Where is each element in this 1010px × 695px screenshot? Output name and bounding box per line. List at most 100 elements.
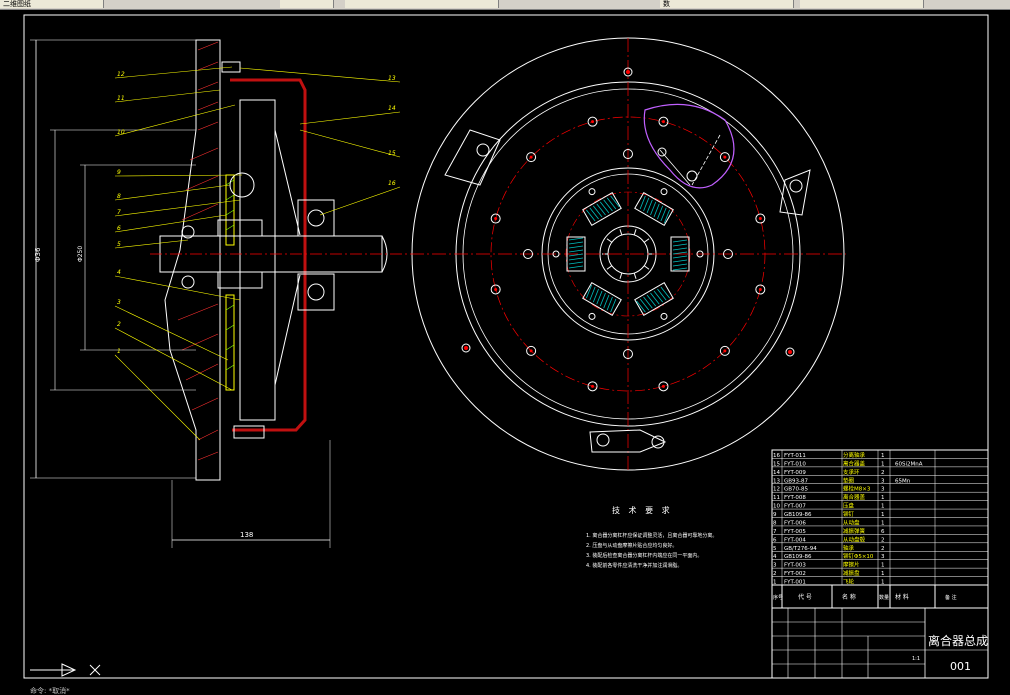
leader-label: 8 — [117, 193, 121, 200]
parts-cell-name: 压盘 — [843, 502, 855, 510]
tech-requirement-item: 2. 压盘与从动盘摩擦片贴合应均匀良好。 — [586, 542, 677, 549]
parts-cell-material: 65Mn — [895, 478, 911, 484]
leader-label: 2 — [117, 321, 121, 328]
header-material: 材 料 — [895, 593, 909, 601]
parts-cell-code: FYT-009 — [784, 470, 806, 476]
parts-cell-name: 分离轴承 — [843, 451, 866, 459]
bolt-hole — [526, 152, 537, 163]
tech-requirement-item: 3. 装配后检查离合器分离杠杆内端应在同一平面内。 — [586, 552, 702, 559]
bolt-hole-center — [661, 384, 665, 388]
toolbar-buttons[interactable] — [280, 0, 334, 8]
bolt-hole-center — [723, 155, 727, 159]
parts-cell-code: GB70-85 — [784, 487, 809, 493]
bolt-hole — [490, 284, 501, 295]
parts-row: 3 FYT-003 摩擦片 1 — [772, 561, 988, 569]
toolbar-layer-select[interactable] — [345, 0, 499, 8]
bolt-hole-center — [464, 346, 468, 350]
bolt-hole — [587, 116, 598, 127]
leader-label: 12 — [117, 71, 125, 78]
cad-drawing-canvas[interactable]: Φ36 Φ250 138 — [0, 9, 1010, 695]
command-line[interactable]: 命令: *取消* — [0, 688, 1010, 695]
header-note: 备 注 — [945, 594, 957, 601]
parts-cell-name: 铆钉 — [843, 510, 855, 518]
damping-spring — [582, 282, 622, 320]
dimension-inner-text: Φ250 — [77, 246, 84, 262]
tab-drawing[interactable]: 二维图纸 — [0, 0, 104, 8]
parts-cell-code: FYT-002 — [784, 571, 806, 577]
bolt-hole-center — [758, 217, 762, 221]
parts-cell-no: 11 — [773, 495, 780, 501]
bolt-hole-center — [661, 120, 665, 124]
parts-cell-no: 6 — [773, 537, 777, 543]
ucs-icon — [30, 663, 101, 677]
parts-cell-no: 8 — [773, 520, 777, 526]
parts-cell-name: 减振盘 — [843, 569, 860, 577]
parts-cell-material: 60Si2MnA — [895, 461, 923, 467]
header-qty: 数量 — [879, 594, 889, 601]
command-line-text: 命令: *取消* — [30, 687, 70, 695]
parts-cell-code: FYT-003 — [784, 563, 806, 569]
bolt-hole — [523, 249, 533, 259]
bolt-hole-center — [758, 287, 762, 291]
leader-label: 16 — [388, 180, 396, 187]
damping-springs — [552, 188, 704, 320]
bolt-hole — [623, 67, 633, 77]
parts-cell-code: GB/T276-94 — [784, 546, 817, 552]
parts-cell-qty: 1 — [881, 580, 885, 586]
parts-cell-qty: 3 — [881, 478, 885, 484]
tech-requirement-item: 4. 装配前各零件应清洗干净并加注润滑脂。 — [586, 562, 682, 569]
parts-cell-qty: 3 — [881, 487, 885, 493]
parts-cell-qty: 1 — [881, 563, 885, 569]
parts-cell-code: FYT-010 — [784, 461, 806, 467]
parts-cell-code: FYT-006 — [784, 520, 806, 526]
leader-label: 1 — [117, 348, 121, 355]
parts-row: 8 FYT-006 从动盘 1 — [772, 518, 988, 526]
parts-cell-name: 轴承 — [843, 544, 855, 552]
parts-cell-no: 1 — [773, 580, 777, 586]
parts-cell-name: 垫圈 — [843, 476, 855, 484]
leader-label: 15 — [388, 150, 396, 157]
parts-cell-no: 15 — [773, 461, 780, 467]
parts-cell-name: 从动盘 — [843, 518, 860, 526]
bolt-hole-center — [591, 120, 595, 124]
leader-label: 13 — [388, 75, 396, 82]
parts-cell-qty: 1 — [881, 453, 885, 459]
parts-cell-qty: 1 — [881, 461, 885, 467]
damping-spring — [634, 282, 674, 320]
parts-cell-qty: 1 — [881, 504, 885, 510]
bolt-hole — [461, 343, 471, 353]
bolt-hole — [719, 345, 730, 356]
technical-requirements: 技 术 要 求 1. 离合器分离杠杆应保证调整灵活，且离合器可靠地分离。 2. … — [586, 505, 717, 569]
parts-cell-no: 16 — [773, 453, 780, 459]
tab-label: 二维图纸 — [3, 0, 31, 8]
parts-cell-no: 12 — [773, 487, 780, 493]
parts-cell-qty: 1 — [881, 520, 885, 526]
bolt-hole — [490, 213, 501, 224]
parts-cell-no: 10 — [773, 504, 780, 510]
header-code: 代 号 — [798, 593, 812, 601]
parts-cell-code: FYT-011 — [784, 453, 806, 459]
toolbar-linetype-select[interactable] — [800, 0, 924, 8]
toolbar-property-select[interactable]: 数 — [660, 0, 794, 8]
dimension-bottom-text: 138 — [240, 531, 253, 539]
parts-cell-qty: 6 — [881, 529, 885, 535]
spline-tooth — [633, 229, 637, 236]
damping-spring — [582, 188, 622, 226]
bolt-hole — [587, 381, 598, 392]
parts-cell-no: 3 — [773, 563, 777, 569]
parts-cell-name: 离合器盖 — [843, 459, 866, 467]
drawing-number: 001 — [950, 660, 971, 673]
tab-label: 数 — [663, 0, 670, 8]
damping-spring — [552, 236, 586, 272]
clutch-cover — [230, 78, 307, 432]
cover-lugs — [444, 129, 811, 453]
application-toolbar: 二维图纸 数 — [0, 0, 1010, 10]
bolt-hole — [723, 249, 733, 259]
parts-cell-name: 摩擦片 — [843, 561, 860, 569]
bolt-hole-center — [529, 349, 533, 353]
spline-tooth — [606, 265, 613, 270]
